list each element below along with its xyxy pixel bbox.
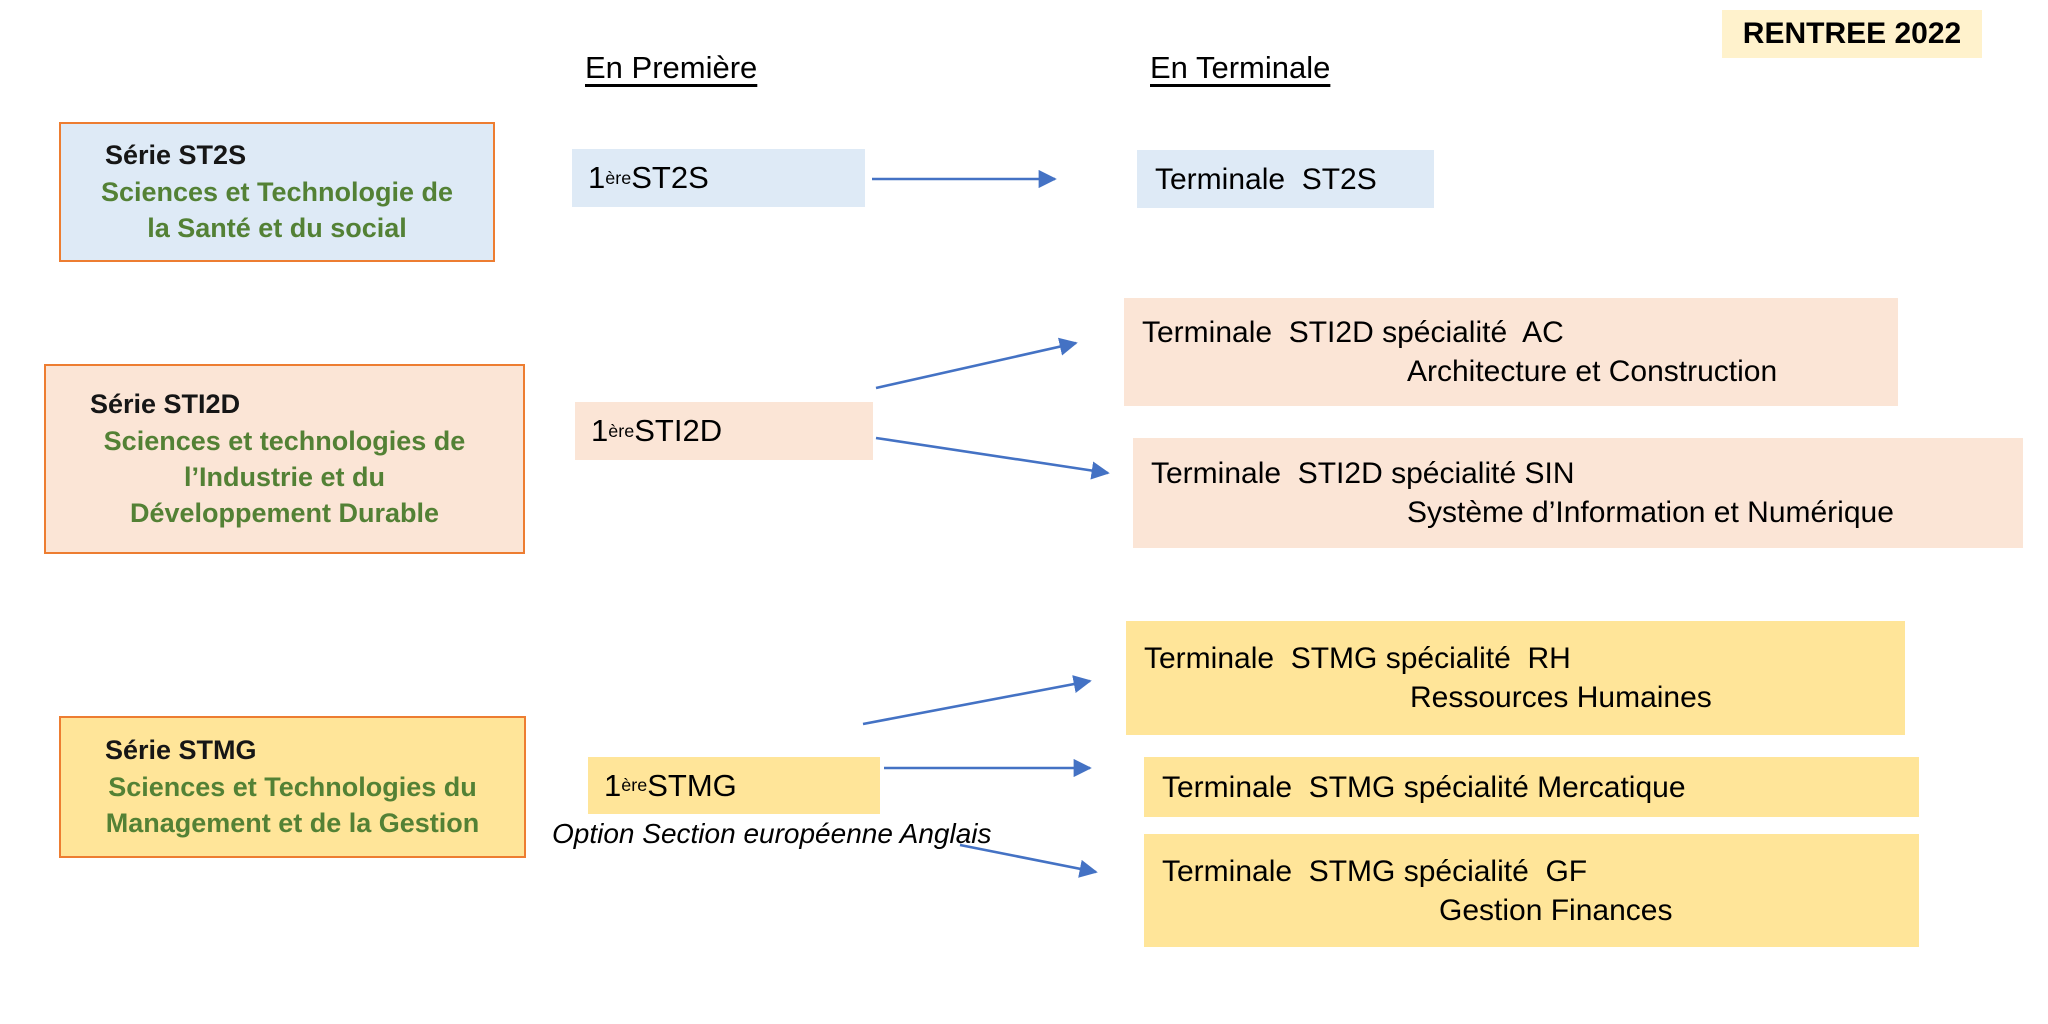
series-box-st2s: Série ST2S Sciences et Technologie de la… [59, 122, 495, 262]
option-note: Option Section européenne Anglais [552, 818, 992, 849]
terminale-line1: Terminale STMG spécialité RH [1144, 642, 1571, 675]
arrow-stmg-to-rh [862, 675, 1092, 726]
terminale-line1: Terminale STI2D spécialité AC [1142, 316, 1564, 349]
column-header-premiere: En Première [585, 50, 758, 85]
terminale-box-stmg-rh: Terminale STMG spécialité RH Ressources … [1126, 621, 1905, 735]
premiere-label: ST2S [631, 160, 709, 195]
column-header-terminale: En Terminale [1150, 50, 1331, 85]
terminale-line2: Architecture et Construction [1407, 355, 1778, 388]
premiere-label: STMG [647, 767, 737, 803]
terminale-box-sti2d-sin: Terminale STI2D spécialité SIN Système d… [1133, 438, 2023, 548]
series-subtitle-st2s: Sciences et Technologie de la Santé et d… [100, 176, 454, 244]
terminale-line1: Terminale ST2S [1155, 162, 1377, 196]
terminale-line2: Système d’Information et Numérique [1407, 496, 1894, 529]
series-subtitle-stmg: Sciences et Technologies du Management e… [105, 771, 480, 839]
arrow-sti2d-to-sin [875, 436, 1110, 480]
terminale-box-st2s: Terminale ST2S [1137, 150, 1434, 208]
premiere-num: 1 [591, 413, 609, 448]
terminale-box-stmg-gf: Terminale STMG spécialité GF Gestion Fin… [1144, 834, 1919, 947]
terminale-line1: Terminale STI2D spécialité SIN [1151, 457, 1575, 490]
rentree-banner: RENTREE 2022 [1722, 10, 1982, 58]
premiere-sup: ère [608, 420, 635, 441]
premiere-num: 1 [604, 767, 622, 803]
arrow-stmg-to-gf [959, 843, 1098, 878]
terminale-line1: Terminale STMG spécialité Mercatique [1162, 770, 1686, 804]
terminale-box-stmg-mercatique: Terminale STMG spécialité Mercatique [1144, 757, 1919, 817]
series-title-st2s: Série ST2S [105, 140, 247, 171]
premiere-sup: ère [605, 167, 632, 188]
terminale-line1: Terminale STMG spécialité GF [1162, 854, 1588, 888]
arrow-sti2d-to-ac [875, 337, 1078, 390]
premiere-num: 1 [588, 160, 606, 195]
terminale-box-sti2d-ac: Terminale STI2D spécialité AC Architectu… [1124, 298, 1898, 406]
premiere-sup: ère [621, 775, 648, 795]
premiere-label: STI2D [634, 413, 723, 448]
series-title-stmg: Série STMG [105, 735, 257, 766]
terminale-line2: Ressources Humaines [1410, 681, 1712, 714]
series-box-sti2d: Série STI2D Sciences et technologies de … [44, 364, 525, 554]
series-title-sti2d: Série STI2D [90, 389, 241, 420]
terminale-line2: Gestion Finances [1439, 893, 1673, 927]
series-subtitle-sti2d: Sciences et technologies de l’Industrie … [103, 425, 466, 529]
series-box-stmg: Série STMG Sciences et Technologies du M… [59, 716, 526, 858]
